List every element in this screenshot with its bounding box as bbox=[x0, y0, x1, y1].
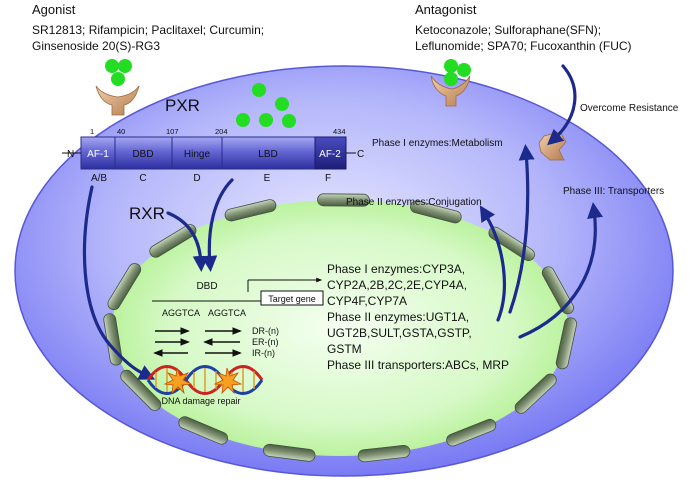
antagonist-drugs-line2: Leflunomide; SPA70; Fucoxanthin (FUC) bbox=[415, 39, 632, 53]
pxr-n-terminus: N bbox=[67, 149, 74, 160]
pxr-position: 40 bbox=[117, 127, 125, 136]
antagonist-drugs-line1: Ketoconazole; Sulforaphane(SFN); bbox=[415, 23, 601, 37]
pxr-to-dbd-arrow bbox=[201, 178, 234, 272]
phase2-arrow bbox=[479, 205, 506, 322]
dna-damage-burst-icon bbox=[163, 367, 243, 395]
target-gene-line: GSTM bbox=[327, 342, 362, 356]
phase3-arrow bbox=[518, 202, 603, 339]
target-gene-connector bbox=[152, 277, 323, 302]
agonist-drugs-line1: SR12813; Rifampicin; Paclitaxel; Curcumi… bbox=[32, 23, 264, 37]
overcome-resistance-label: Overcome Resistance bbox=[580, 103, 679, 114]
target-gene-line: CYP4F,CYP7A bbox=[327, 294, 407, 308]
nuclear-envelope-segment bbox=[178, 416, 229, 445]
agonist-heading: Agonist bbox=[32, 2, 76, 17]
target-gene-line: UGT2B,SULT,GSTA,GSTP, bbox=[327, 326, 472, 340]
pxr-region: C bbox=[139, 173, 146, 184]
antagonist-ligands bbox=[444, 59, 471, 86]
pxr-domain-af2: AF-2 bbox=[319, 149, 341, 160]
target-gene-line: CYP2A,2B,2C,2E,CYP4A, bbox=[327, 278, 467, 292]
pxr-region: D bbox=[193, 173, 200, 184]
phase1-arrow bbox=[508, 144, 535, 314]
phase1-outcome-label: Phase I enzymes:Metabolism bbox=[372, 138, 503, 149]
motif-left: AGGTCA bbox=[162, 308, 200, 318]
antagonist-heading: Antagonist bbox=[415, 2, 477, 17]
everted-repeat-label: ER-(n) bbox=[252, 337, 279, 347]
pxr-domain-bar bbox=[62, 136, 356, 170]
agonist-to-dna-arrow bbox=[82, 185, 156, 380]
pxr-region: F bbox=[325, 173, 331, 184]
pathway-arrows bbox=[82, 64, 603, 380]
nuclear-envelope-segment bbox=[357, 445, 411, 463]
agonist-drugs-line2: Ginsenoside 20(S)-RG3 bbox=[32, 39, 160, 53]
dna-damage-repair-label: DNA damage repair bbox=[161, 396, 240, 406]
pxr-domain-dbd: DBD bbox=[132, 149, 153, 160]
pxr-position: 107 bbox=[166, 127, 179, 136]
rxr-label: RXR bbox=[129, 204, 165, 223]
target-gene-line: Phase II enzymes:UGT1A, bbox=[327, 310, 469, 324]
pxr-region: A/B bbox=[91, 173, 107, 184]
motif-right: AGGTCA bbox=[208, 308, 246, 318]
phase3-outcome-label: Phase III: Transporters bbox=[563, 186, 664, 197]
nuclear-envelope-segment bbox=[262, 443, 316, 462]
pxr-domain-hinge: Hinge bbox=[184, 149, 211, 160]
pxr-position: 204 bbox=[215, 127, 228, 136]
nuclear-envelope-segment bbox=[149, 224, 197, 258]
pxr-domain-af1: AF-1 bbox=[87, 149, 109, 160]
inverted-repeat-label: IR-(n) bbox=[252, 348, 275, 358]
antagonist-receptor-icon bbox=[430, 75, 471, 107]
nuclear-envelope-segment bbox=[224, 199, 277, 222]
pxr-position: 434 bbox=[333, 127, 346, 136]
target-gene-line: Phase I enzymes:CYP3A, bbox=[327, 262, 465, 276]
pxr-c-terminus: C bbox=[357, 149, 364, 160]
pxr-position: 1 bbox=[90, 127, 94, 136]
nuclear-envelope-segment bbox=[555, 317, 577, 370]
nuclear-envelope-segment bbox=[120, 369, 162, 411]
pxr-domain-lbd: LBD bbox=[258, 149, 277, 160]
nuclear-envelope-segment bbox=[107, 263, 142, 311]
agonist-ligands bbox=[105, 59, 132, 86]
pxr-bound-ligands bbox=[236, 83, 296, 128]
pxr-region: E bbox=[264, 173, 271, 184]
dbd-binding-label: DBD bbox=[196, 281, 217, 292]
nuclear-envelope-segment bbox=[446, 418, 497, 447]
rxr-to-dbd-arrow bbox=[166, 211, 209, 272]
nuclear-envelope-segment bbox=[317, 193, 370, 207]
agonist-receptor-icon bbox=[95, 85, 140, 116]
target-gene-line: Phase III transporters:ABCs, MRP bbox=[327, 358, 509, 372]
pxr-label: PXR bbox=[165, 96, 200, 115]
phase2-outcome-label: Phase II enzymes:Conjugation bbox=[346, 197, 482, 208]
target-gene-box bbox=[260, 290, 324, 306]
nuclear-envelope-segment bbox=[514, 373, 557, 414]
target-gene-label: Target gene bbox=[268, 294, 316, 304]
nuclear-envelope-segment bbox=[541, 266, 574, 315]
antagonist-arrow bbox=[546, 64, 577, 146]
nuclear-envelope-segment bbox=[410, 200, 462, 224]
repeat-arrows bbox=[153, 327, 242, 357]
direct-repeat-label: DR-(n) bbox=[252, 326, 279, 336]
